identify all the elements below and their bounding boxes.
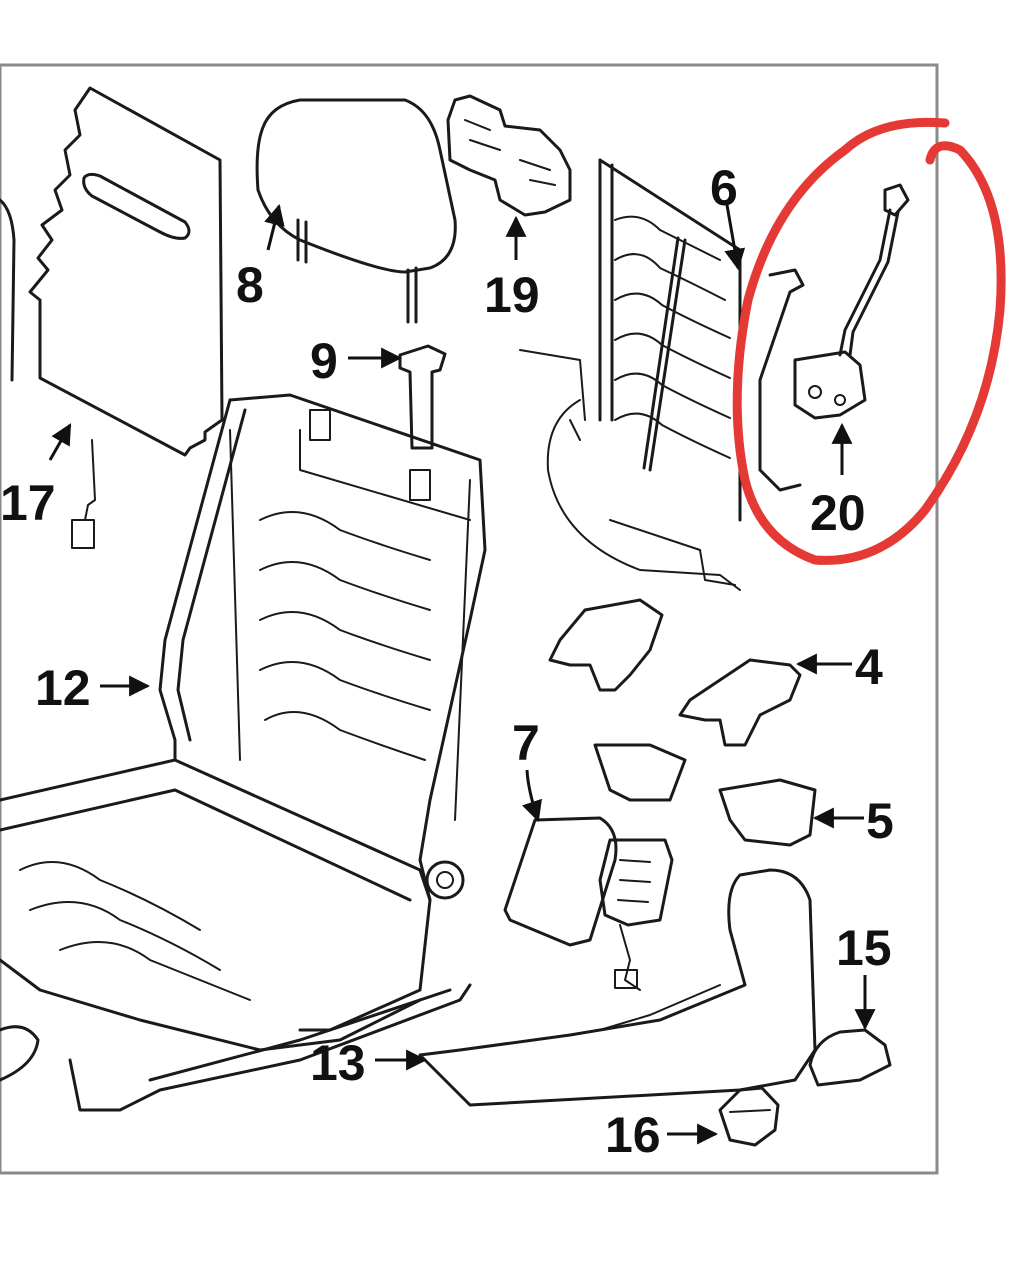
- callout-9: 9: [310, 333, 338, 389]
- part-13-side-shield: [418, 868, 817, 1107]
- callout-4: 4: [855, 639, 883, 695]
- callout-20: 20: [810, 485, 866, 541]
- part-19-bracket: [446, 94, 572, 217]
- callout-19: 19: [484, 267, 540, 323]
- diagram-frame: [0, 63, 939, 1175]
- part-20-latch-assembly: [758, 183, 910, 492]
- red-highlight-circle: [732, 117, 1006, 565]
- part-8-headrest: [255, 98, 457, 324]
- callout-8: 8: [236, 257, 264, 313]
- callout-16: 16: [605, 1107, 661, 1163]
- callout-6: 6: [710, 160, 738, 216]
- callout-15: 15: [836, 920, 892, 976]
- part-seat-cushion-frame: [0, 758, 472, 1112]
- part-9-guide: [398, 344, 447, 450]
- callout-13: 13: [310, 1035, 366, 1091]
- part-5-cover: [593, 743, 817, 847]
- leader-lines: [48, 203, 876, 1145]
- part-7-airbag-module: [503, 816, 674, 991]
- part-6-spring-frame: [519, 158, 742, 591]
- part-4-trim: [548, 598, 802, 747]
- callout-5: 5: [866, 793, 894, 849]
- part-15-knob: [808, 1028, 892, 1087]
- callout-17: 17: [0, 475, 56, 531]
- callout-12: 12: [35, 660, 91, 716]
- part-16-cap: [718, 1086, 780, 1147]
- callout-labels: 8 19 6 9 17 20 12 4 7 5 15 13 16: [0, 160, 894, 1163]
- part-17-seatback-board: [0, 86, 224, 549]
- part-12-seat-frame: [158, 393, 487, 1032]
- callout-7: 7: [512, 715, 540, 771]
